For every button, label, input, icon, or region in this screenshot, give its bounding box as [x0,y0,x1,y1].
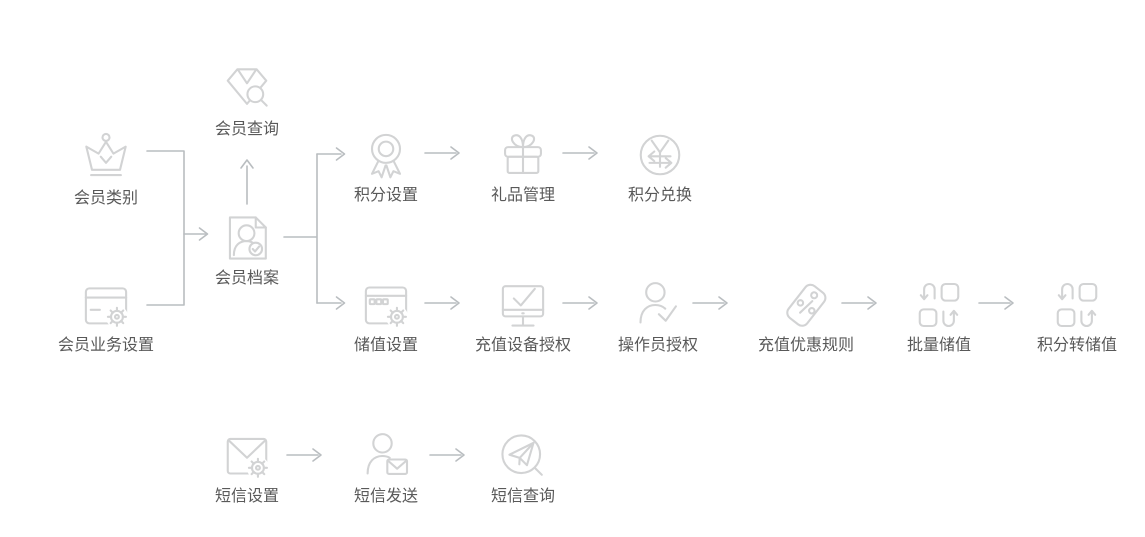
person-mail-icon [358,428,414,484]
swap-icon [911,277,967,333]
node-member-business-settings[interactable]: 会员业务设置 [36,277,176,355]
swap-icon [1049,277,1105,333]
node-member-category[interactable]: 会员类别 [36,130,176,208]
node-label: 会员业务设置 [57,337,154,354]
card-gear-icon [78,277,134,333]
paper-plane-search-icon [495,428,551,484]
node-label: 礼品管理 [490,187,555,204]
node-label: 充值设备授权 [474,337,571,354]
node-member-profile[interactable]: 会员档案 [177,210,317,288]
node-member-query[interactable]: 会员查询 [177,61,317,139]
node-recharge-discount-rules[interactable]: 充值优惠规则 [736,277,876,355]
node-label: 短信发送 [353,488,418,505]
person-check-icon [630,277,686,333]
tag-percent-icon [778,277,834,333]
window-gear-icon [358,277,414,333]
node-label: 短信设置 [214,488,279,505]
monitor-check-icon [495,277,551,333]
node-label: 积分兑换 [627,187,692,204]
node-points-to-stored-value[interactable]: 积分转储值 [1007,277,1145,355]
node-sms-send[interactable]: 短信发送 [316,428,456,506]
node-label: 充值优惠规则 [757,337,854,354]
node-points-exchange[interactable]: 积分兑换 [590,127,730,205]
crown-icon [78,130,134,186]
node-recharge-device-auth[interactable]: 充值设备授权 [453,277,593,355]
node-gift-management[interactable]: 礼品管理 [453,127,593,205]
node-label: 积分设置 [353,187,418,204]
node-label: 批量储值 [906,337,971,354]
edge-member-profile-to-member-query [240,159,254,205]
node-label: 短信查询 [490,488,555,505]
medal-icon [358,127,414,183]
node-label: 会员查询 [214,121,279,138]
yuan-exchange-icon [632,127,688,183]
mail-gear-icon [219,428,275,484]
node-label: 储值设置 [353,337,418,354]
node-sms-query[interactable]: 短信查询 [453,428,593,506]
node-label: 操作员授权 [617,337,698,354]
node-label: 会员档案 [214,270,279,287]
node-label: 会员类别 [73,190,138,207]
node-batch-stored-value[interactable]: 批量储值 [869,277,1009,355]
node-operator-auth[interactable]: 操作员授权 [588,277,728,355]
node-sms-settings[interactable]: 短信设置 [177,428,317,506]
profile-document-icon [219,210,275,266]
node-label: 积分转储值 [1036,337,1117,354]
node-stored-value-settings[interactable]: 储值设置 [316,277,456,355]
gift-icon [495,127,551,183]
gem-search-icon [219,61,275,117]
node-points-settings[interactable]: 积分设置 [316,127,456,205]
